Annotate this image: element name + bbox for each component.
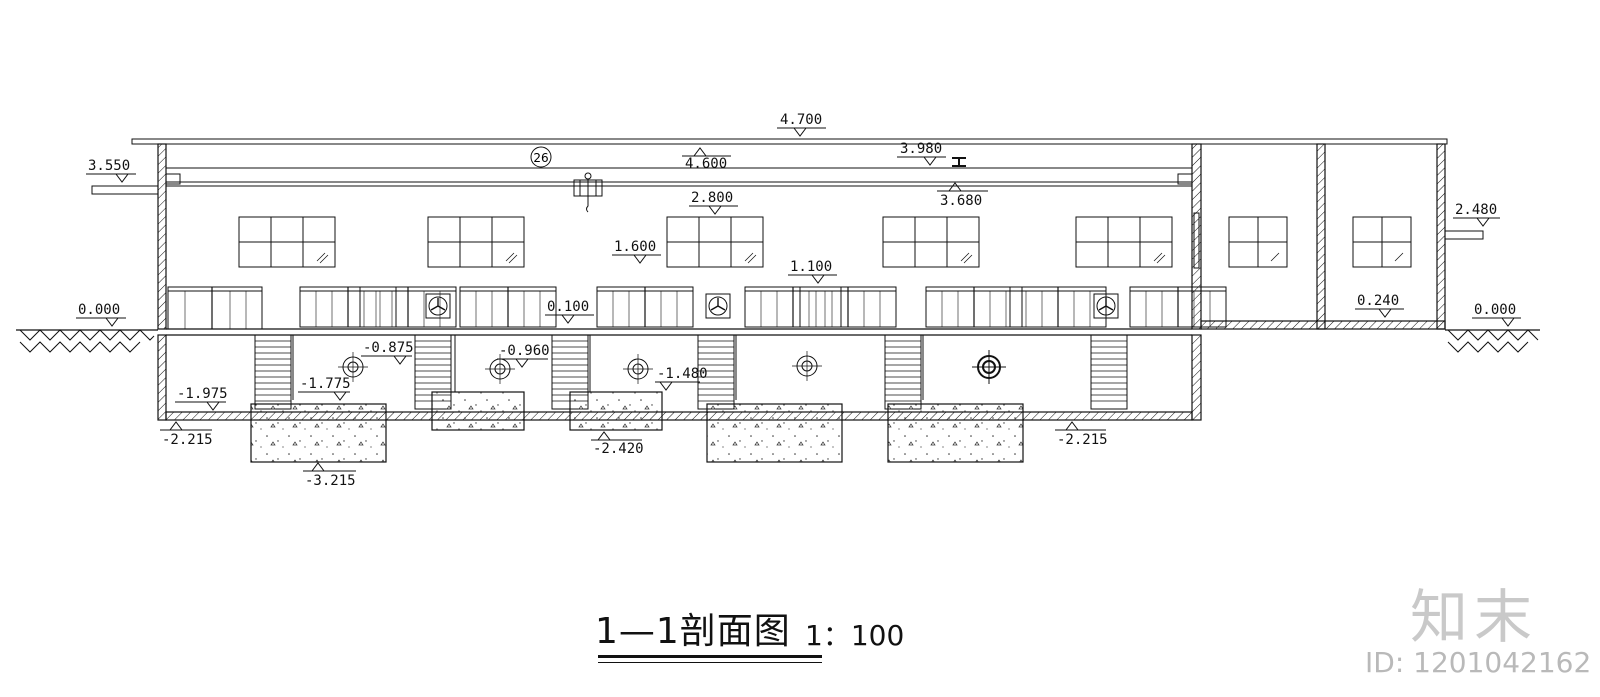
crane-hoist: [573, 172, 603, 213]
watermark-brand: 知末: [1410, 583, 1539, 651]
ground-left: [16, 329, 158, 353]
main-walls: [157, 143, 1446, 421]
title-underline-thick: [598, 655, 822, 658]
floor-slabs: [165, 320, 1446, 421]
elev-3550: 3.550: [88, 158, 130, 174]
drawing-scale: 1：100: [805, 619, 905, 652]
i-beam-icon: [952, 157, 966, 167]
title-underline-thin: [598, 662, 822, 663]
elev-1600: 1.600: [614, 239, 656, 255]
roof-slab: [131, 138, 1448, 187]
elev-m1480: -1.480: [657, 366, 708, 382]
elev-3680: 3.680: [940, 193, 982, 209]
elev-4700: 4.700: [780, 112, 822, 128]
grid-marker-label: 26: [533, 151, 548, 165]
right-canopy: [1444, 230, 1484, 240]
elev-4600: 4.600: [685, 156, 727, 172]
left-canopy: [91, 185, 159, 195]
drawing-title: 1—1剖面图: [595, 611, 791, 652]
elev-0000-right: 0.000: [1474, 302, 1516, 318]
elev-m3215: -3.215: [305, 473, 356, 489]
elev-0000-left: 0.000: [78, 302, 120, 318]
foundations: [250, 391, 1024, 463]
elev-m2420: -2.420: [593, 441, 644, 457]
elev-1100: 1.100: [790, 259, 832, 275]
elevation-markers: 4.700 4.600 3.980 3.680 3.550 2.800 2.48…: [76, 112, 1521, 489]
elev-m1975: -1.975: [177, 386, 228, 402]
elev-m0875: -0.875: [363, 340, 414, 356]
basement-stairs: [254, 334, 1128, 410]
elev-3980: 3.980: [900, 141, 942, 157]
railings: [167, 286, 1227, 330]
elev-0240: 0.240: [1357, 293, 1399, 309]
elev-2800: 2.800: [691, 190, 733, 206]
elev-m0960: -0.960: [499, 343, 550, 359]
elev-m2215-right: -2.215: [1057, 432, 1108, 448]
elev-m2215-left: -2.215: [162, 432, 213, 448]
pipe-outlets: [337, 350, 1006, 385]
windows: [238, 212, 1412, 269]
watermark-id: ID: 1201042162: [1365, 646, 1592, 679]
elev-m1775: -1.775: [300, 376, 351, 392]
exhaust-fans: [425, 293, 1119, 319]
ground-right: [1445, 329, 1540, 353]
grid-marker: 26: [530, 146, 552, 168]
elev-2480: 2.480: [1455, 202, 1497, 218]
elev-0100: 0.100: [547, 299, 589, 315]
